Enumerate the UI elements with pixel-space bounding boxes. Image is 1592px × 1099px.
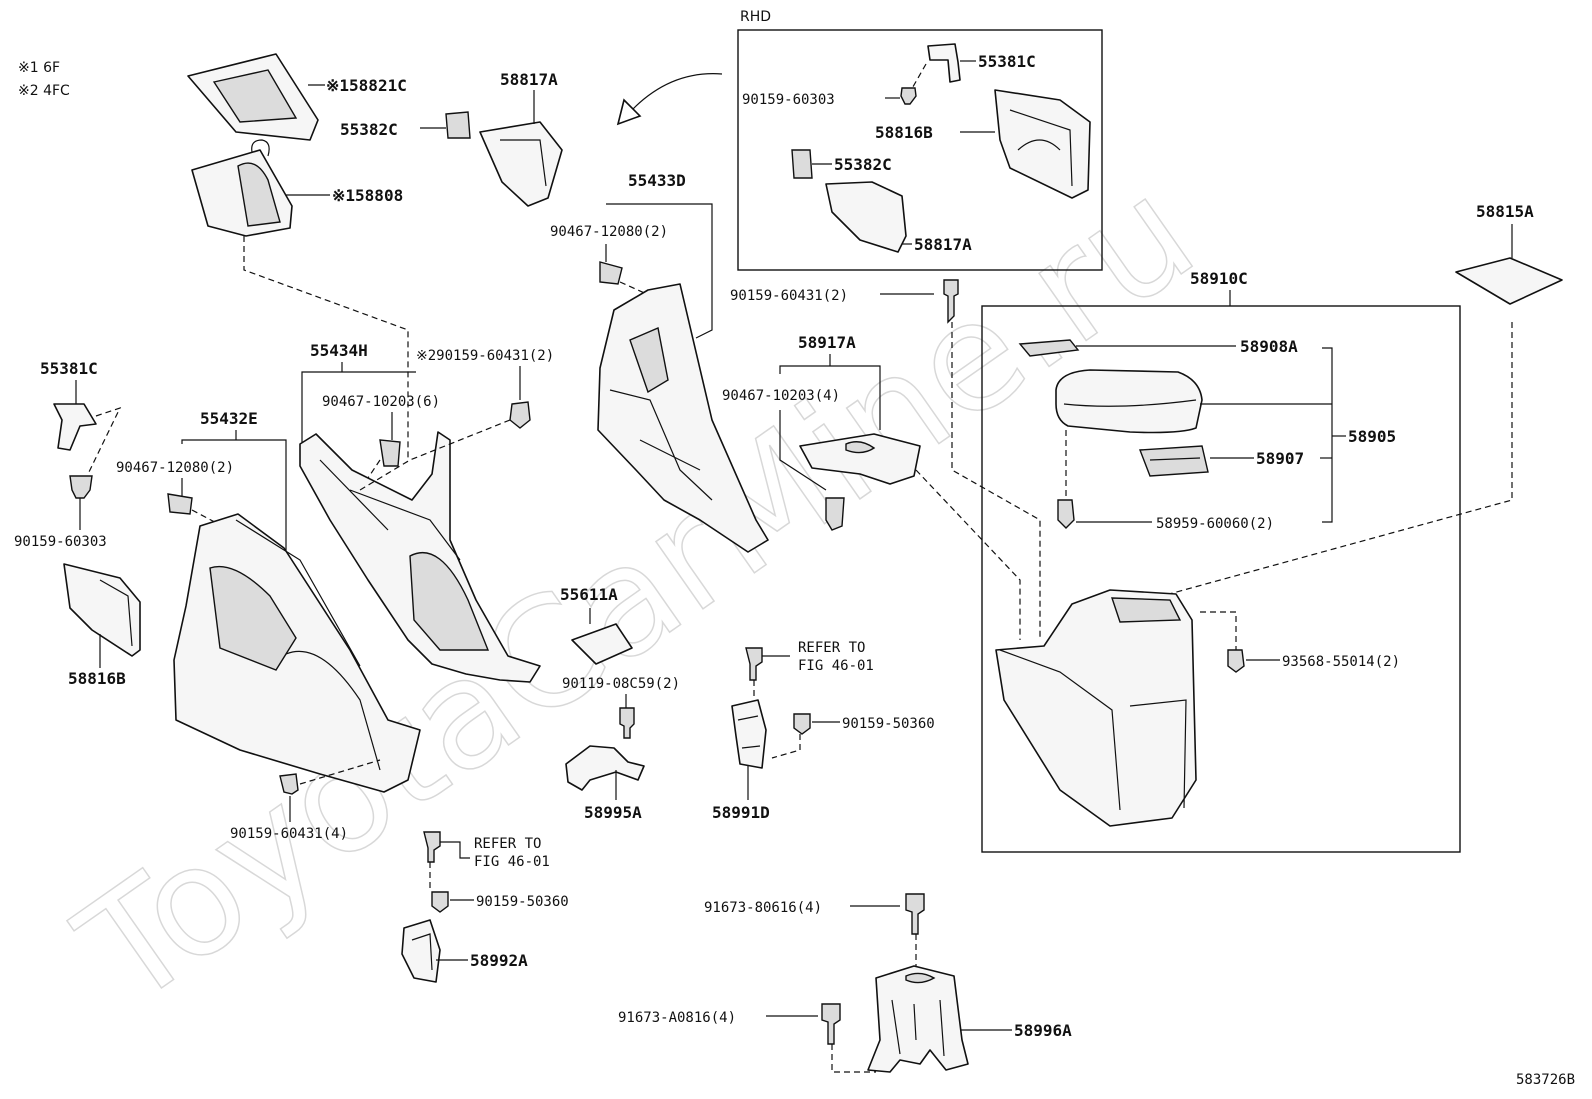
cover-55611a	[571, 623, 633, 665]
label-58917a: 58917A	[798, 333, 856, 352]
label-90159-50360-a: 90159-50360	[842, 716, 935, 732]
label-58815a: 58815A	[1476, 202, 1534, 221]
label-58808: ※158808	[332, 186, 403, 205]
rhd-label-55381c: 55381C	[978, 52, 1036, 71]
label-90159-50360-b: 90159-50360	[476, 894, 569, 910]
bracket-58995a	[565, 745, 645, 791]
center-panel-55434h-group: 55434H 90467-10203(6) ※290159-60431(2)	[299, 341, 554, 683]
pad-58815a	[1455, 257, 1563, 305]
bolt-90159-50360-a	[793, 713, 811, 735]
bracket-58991d	[731, 699, 767, 769]
rhd-clip-55381c	[927, 43, 961, 83]
clip-55382c	[445, 111, 471, 139]
console-label-93568: 93568-55014(2)	[1282, 654, 1400, 670]
label-90467-12080: 90467-12080(2)	[116, 460, 234, 476]
holder-58917a-group: 58917A 90467-10203(4)	[722, 333, 1021, 640]
rhd-label-90159-60303: 90159-60303	[742, 92, 835, 108]
bracket-58817a	[479, 121, 563, 207]
label-91673-80616: 91673-80616(4)	[704, 900, 822, 916]
bolt-90159-60431-top	[943, 279, 959, 324]
rhd-label-58816b: 58816B	[875, 123, 933, 142]
console-label-58907: 58907	[1256, 449, 1304, 468]
label-90467-10203-4: 90467-10203(4)	[722, 388, 840, 404]
bolt-91673-a0816	[821, 1003, 841, 1045]
console-box-frame	[981, 305, 1461, 853]
rhd-panel-58816b	[994, 89, 1091, 199]
label-55433d: 55433D	[628, 171, 686, 190]
clip-90467-10203-6	[379, 439, 401, 467]
label-90119: 90119-08C59(2)	[562, 676, 680, 692]
label-55434h: 55434H	[310, 341, 368, 360]
rhd-bracket-58817a	[825, 181, 907, 253]
bolt-91673-80616	[905, 893, 925, 935]
label-58816b: 58816B	[68, 669, 126, 688]
refer-1-line1: REFER TO	[798, 640, 865, 656]
bolt-refer-1	[745, 647, 763, 681]
rhd-clip-55382c	[791, 149, 813, 179]
console-label-58959: 58959-60060(2)	[1156, 516, 1274, 532]
rhd-inset: RHD 55381C 90159-60303 58816B 55382C 588…	[737, 9, 1103, 271]
label-55381c: 55381C	[40, 359, 98, 378]
label-55382c: 55382C	[340, 120, 398, 139]
bolt-refer-2	[423, 831, 441, 863]
console-label-58905: 58905	[1348, 427, 1396, 446]
label-58821c: ※158821C	[326, 76, 407, 95]
refer-2-line1: REFER TO	[474, 836, 541, 852]
rhd-screw-90159-60303	[900, 87, 917, 105]
shift-bezel-group: ※158821C ※158808	[187, 53, 407, 237]
clip-90467-12080-top	[599, 261, 623, 285]
console-part-58907	[1139, 445, 1209, 477]
label-58995a: 58995A	[584, 803, 642, 822]
console-body	[995, 589, 1197, 827]
console-screw-58959	[1057, 499, 1075, 529]
label-90159-60431-top: 90159-60431(2)	[730, 288, 848, 304]
refer-1-line2: FIG 46-01	[798, 658, 874, 674]
label-90467-10203-6: 90467-10203(6)	[322, 394, 440, 410]
panel-58816b	[63, 563, 141, 657]
rhd-label-55382c: 55382C	[834, 155, 892, 174]
legend-note-2: ※2 4FC	[18, 83, 70, 99]
rhd-frame	[737, 29, 1103, 271]
clip-90467-10203-4	[825, 497, 845, 531]
label-55611a: 55611A	[560, 585, 618, 604]
label-55432e: 55432E	[200, 409, 258, 428]
rhd-arrow	[629, 73, 723, 113]
bolt-90159-60431-4	[279, 773, 299, 795]
console-armrest-lid	[1055, 369, 1203, 434]
refer-2-line2: FIG 46-01	[474, 854, 550, 870]
diagram-code: 583726B	[1516, 1072, 1575, 1088]
label-91673-a0816: 91673-A0816(4)	[618, 1010, 736, 1026]
label-90159-60431-note: ※290159-60431(2)	[416, 348, 554, 364]
console-label-58908a: 58908A	[1240, 337, 1298, 356]
side-panel-55433d-group: 55433D 90467-12080(2)	[550, 171, 769, 553]
console-clip-93568	[1227, 649, 1245, 673]
console-box-58910c: 58910C 58908A 58907 58905 58959-60060(2)	[981, 269, 1461, 853]
label-90159-60303: 90159-60303	[14, 534, 107, 550]
bracket-58992a	[401, 919, 441, 983]
holder-58917a	[799, 433, 921, 485]
clip-55381c	[53, 403, 97, 451]
rhd-title: RHD	[740, 9, 771, 25]
label-90159-60431-4: 90159-60431(4)	[230, 826, 348, 842]
rhd-arrow-head	[616, 98, 642, 126]
label-90467-12080-top: 90467-12080(2)	[550, 224, 668, 240]
rhd-label-58817a: 58817A	[914, 235, 972, 254]
clip-90467-12080	[167, 493, 193, 515]
bolt-90119	[619, 707, 635, 739]
console-box-title: 58910C	[1190, 269, 1248, 288]
legend-note-1: ※1 6F	[18, 60, 60, 76]
label-58817a: 58817A	[500, 70, 558, 89]
screw-90159-60303	[69, 475, 93, 499]
label-58996a: 58996A	[1014, 1021, 1072, 1040]
label-58991d: 58991D	[712, 803, 770, 822]
bolt-90159-50360-b	[431, 891, 449, 913]
side-panel-55432e-group: 55432E 90467-12080(2)	[116, 409, 421, 793]
label-58992a: 58992A	[470, 951, 528, 970]
console-part-58908a	[1018, 339, 1080, 357]
bolt-90159-60431-note	[509, 401, 531, 429]
